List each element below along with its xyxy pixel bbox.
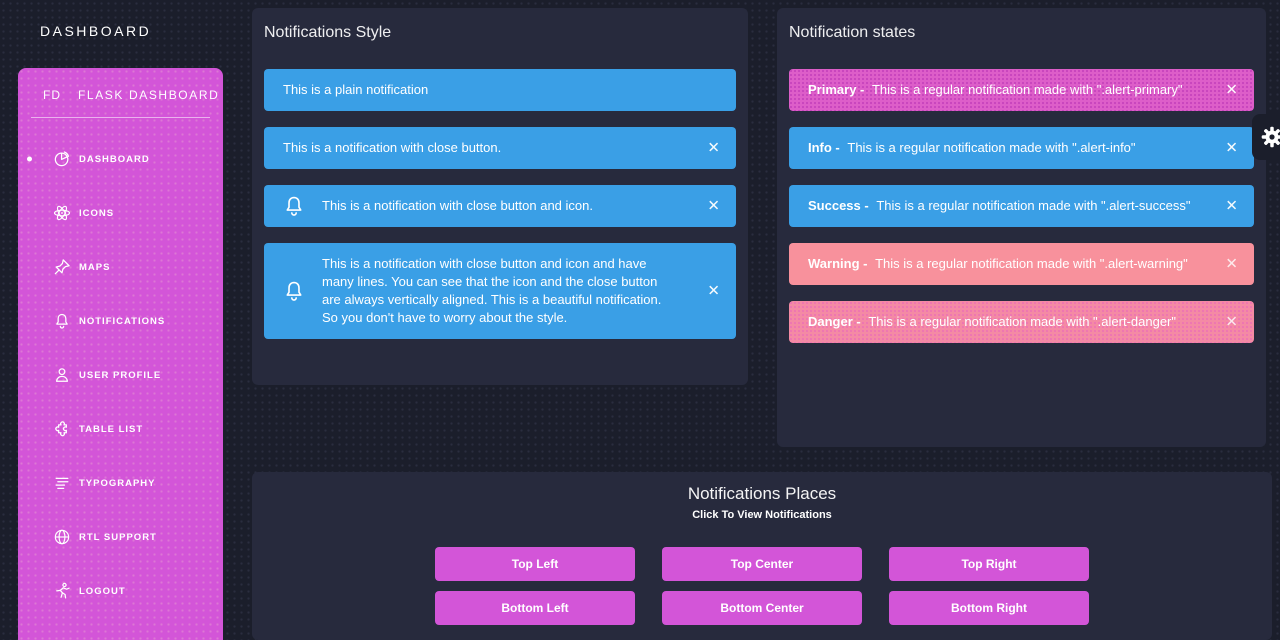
bottom-right-button[interactable]: Bottom Right [889,591,1089,625]
sidebar-item-label: NOTIFICATIONS [79,315,166,327]
page-title: DASHBOARD [40,23,152,39]
alert-text: This is a notification with close button… [322,256,662,325]
sidebar-item-label: DASHBOARD [79,153,150,165]
alert-label: Danger - [808,314,865,329]
close-icon[interactable]: ✕ [1225,197,1238,215]
close-icon[interactable]: ✕ [1225,139,1238,157]
places-button-grid: Top Left Top Center Top Right Bottom Lef… [264,547,1260,625]
pin-icon [52,257,72,277]
info-alert: Info - This is a regular notification ma… [789,127,1254,169]
sidebar-item-label: USER PROFILE [79,369,162,381]
close-icon[interactable]: ✕ [1225,255,1238,273]
primary-alert: Primary - This is a regular notification… [789,69,1254,111]
alert-label: Primary - [808,82,868,97]
alert-text: This is a plain notification [283,82,429,97]
alert-text: This is a regular notification made with… [847,140,1136,155]
atom-icon [52,203,72,223]
alert-label: Info - [808,140,844,155]
sidebar-item-table-list[interactable]: TABLE LIST [18,402,223,456]
logout-icon [52,581,72,601]
sidebar-item-label: ICONS [79,207,115,219]
gear-icon [1259,124,1280,150]
close-icon[interactable]: ✕ [707,139,720,157]
close-icon[interactable]: ✕ [1225,81,1238,99]
sidebar-item-maps[interactable]: MAPS [18,240,223,294]
alert-text: This is a regular notification made with… [868,314,1176,329]
close-icon[interactable]: ✕ [1225,313,1238,331]
places-subtitle: Click To View Notifications [692,509,832,521]
puzzle-icon [52,419,72,439]
top-left-button[interactable]: Top Left [435,547,635,581]
sidebar-item-logout[interactable]: LOGOUT [18,564,223,618]
icon-notification-alert: This is a notification with close button… [264,185,736,227]
user-icon [52,365,72,385]
sidebar-item-label: MAPS [79,261,111,273]
sidebar-divider [31,117,210,118]
sidebar-item-dashboard[interactable]: DASHBOARD [18,132,223,186]
notifications-style-card: Notifications Style This is a plain noti… [252,8,748,385]
top-right-button[interactable]: Top Right [889,547,1089,581]
close-button-notification-alert: This is a notification with close button… [264,127,736,169]
alert-label: Warning - [808,256,872,271]
logo-mini[interactable]: FD [43,88,61,102]
card-title: Notification states [789,24,916,41]
sidebar-item-label: LOGOUT [79,585,126,597]
notification-states-card: Notification states Primary - This is a … [777,8,1266,447]
alert-text: This is a notification with close button… [283,140,502,155]
typography-icon [52,473,72,493]
bottom-left-button[interactable]: Bottom Left [435,591,635,625]
alert-text: This is a regular notification made with… [875,256,1188,271]
bell-icon [281,193,307,219]
pie-chart-icon [52,149,72,169]
bell-icon [281,278,307,304]
alert-text: This is a regular notification made with… [876,198,1191,213]
alert-text: This is a notification with close button… [322,198,593,213]
sidebar-item-user-profile[interactable]: USER PROFILE [18,348,223,402]
places-title: Notifications Places [687,484,837,503]
sidebar-item-label: TABLE LIST [79,423,144,435]
sidebar-item-label: RTL SUPPORT [79,531,157,543]
close-icon[interactable]: ✕ [707,282,720,300]
sidebar-nav: DASHBOARD ICONS MAPS NOTIFICATIONS USER … [18,132,223,618]
bottom-center-button[interactable]: Bottom Center [662,591,862,625]
settings-button[interactable] [1252,114,1280,160]
warning-alert: Warning - This is a regular notification… [789,243,1254,285]
sidebar-item-rtl-support[interactable]: RTL SUPPORT [18,510,223,564]
sidebar-item-notifications[interactable]: NOTIFICATIONS [18,294,223,348]
sidebar-item-label: TYPOGRAPHY [79,477,156,489]
globe-icon [52,527,72,547]
sidebar: FD FLASK DASHBOARD DASHBOARD ICONS MAPS … [18,68,223,640]
multiline-notification-alert: This is a notification with close button… [264,243,736,339]
close-icon[interactable]: ✕ [707,197,720,215]
sidebar-item-icons[interactable]: ICONS [18,186,223,240]
top-center-button[interactable]: Top Center [662,547,862,581]
alert-text: This is a regular notification made with… [871,82,1183,97]
sidebar-item-typography[interactable]: TYPOGRAPHY [18,456,223,510]
card-title: Notifications Style [264,24,392,41]
logo-text[interactable]: FLASK DASHBOARD [78,88,220,102]
sidebar-header: FD FLASK DASHBOARD [18,68,223,102]
bell-icon [52,311,72,331]
success-alert: Success - This is a regular notification… [789,185,1254,227]
notifications-places-card: Notifications Places Click To View Notif… [252,472,1272,640]
alert-label: Success - [808,198,873,213]
plain-notification-alert: This is a plain notification [264,69,736,111]
active-indicator-dot [27,156,32,162]
danger-alert: Danger - This is a regular notification … [789,301,1254,343]
